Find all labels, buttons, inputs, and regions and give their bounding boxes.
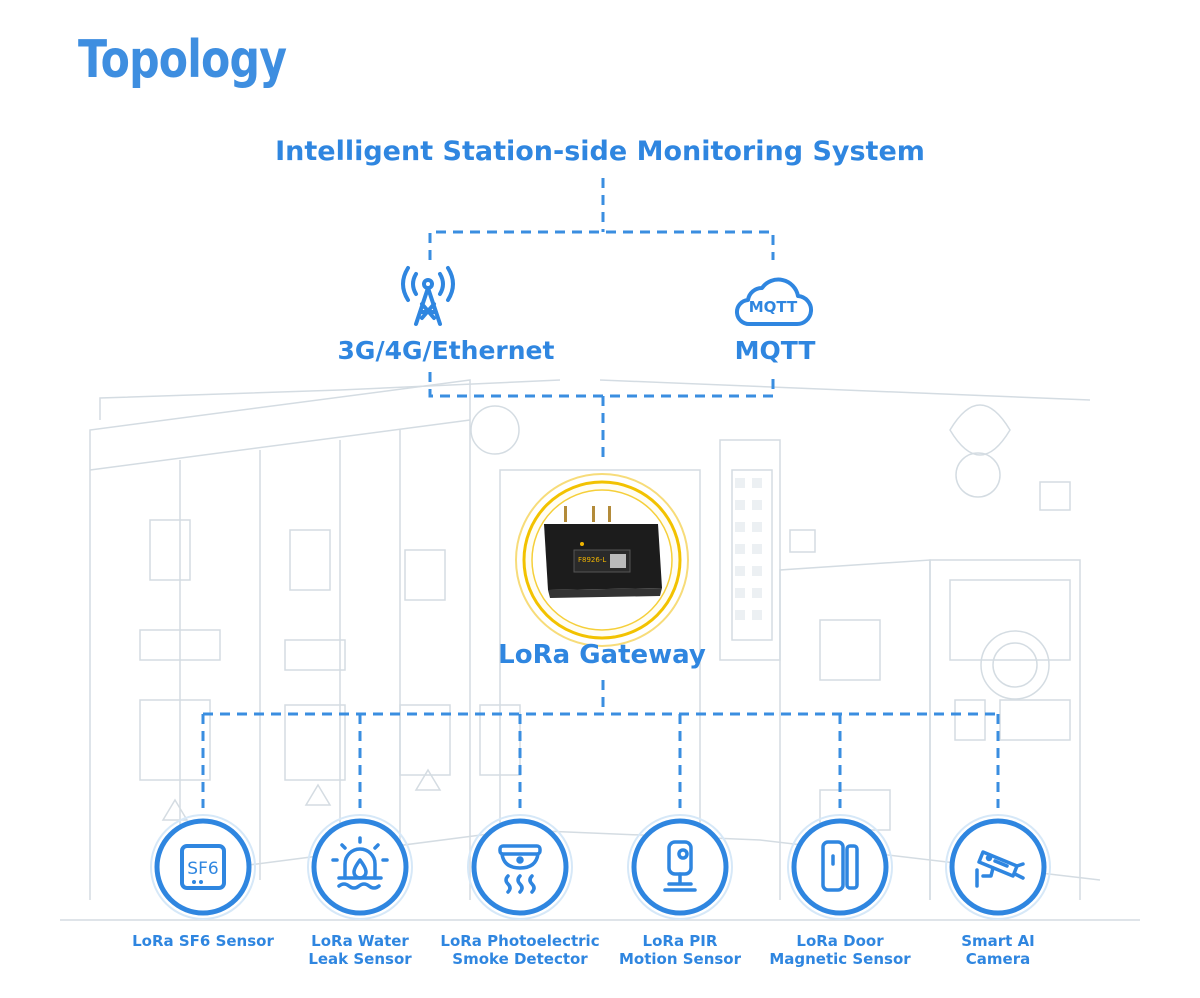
camera-icon xyxy=(945,814,1051,920)
mqtt-badge-text: MQTT xyxy=(749,298,798,316)
pir-sensor-icon xyxy=(627,814,733,920)
gateway-label: LoRa Gateway xyxy=(498,640,706,670)
gateway-model-text: F8926-L xyxy=(578,556,606,564)
network-top-bracket xyxy=(428,230,775,260)
device-label-sf6: LoRa SF6 Sensor xyxy=(132,932,274,950)
mqtt-cloud-icon: MQTT xyxy=(735,277,814,327)
lora-gateway-device: F8926-L xyxy=(515,473,689,647)
network-label-cellular: 3G/4G/Ethernet xyxy=(337,336,555,365)
door-sensor-icon xyxy=(787,814,893,920)
smoke-detector-icon xyxy=(467,814,573,920)
system-title: Intelligent Station-side Monitoring Syst… xyxy=(275,136,925,167)
cell-tower-icon xyxy=(401,266,455,326)
sf6-badge-text: SF6 xyxy=(187,859,218,879)
device-label-water-leak: LoRa Water Leak Sensor xyxy=(308,932,412,968)
network-bottom-bracket xyxy=(428,372,775,398)
sf6-sensor-icon: SF6 xyxy=(150,814,256,920)
device-label-camera: Smart AI Camera xyxy=(961,932,1035,968)
page-heading: Topology xyxy=(78,30,287,90)
water-leak-icon xyxy=(307,814,413,920)
device-label-door: LoRa Door Magnetic Sensor xyxy=(769,932,911,968)
network-label-mqtt: MQTT xyxy=(734,336,816,365)
device-label-pir: LoRa PIR Motion Sensor xyxy=(618,932,742,968)
device-label-smoke: LoRa Photoelectric Smoke Detector xyxy=(440,932,600,968)
